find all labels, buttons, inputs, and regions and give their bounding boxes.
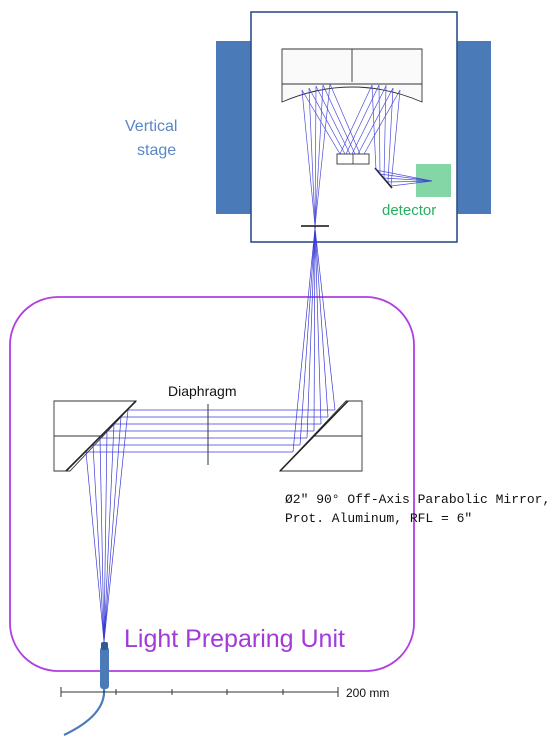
vertical-stage-left-block [216,41,251,214]
vertical-stage-right-block [457,41,491,214]
right-parabolic-mirror [278,400,363,472]
detector-label: detector [382,202,436,219]
spectrometer-rays [301,83,433,227]
input-rays [85,409,129,643]
fiber-connector [63,642,109,736]
vertical-stage-label-line2: stage [137,142,176,159]
light-preparing-unit-label: Light Preparing Unit [124,625,345,653]
fold-mirror [374,167,393,189]
vertical-stage-label-line1: Vertical [125,118,177,135]
mirror-spec-line2: Prot. Aluminum, RFL = 6" [285,511,472,526]
mirror-spec-line1: Ø2" 90° Off-Axis Parabolic Mirror, [285,492,550,507]
collimated-beam [86,409,335,453]
diaphragm-label: Diaphragm [168,383,236,399]
light-preparing-unit-border [9,296,415,672]
output-rays [292,227,336,453]
scale-bar-label: 200 mm [346,686,389,700]
scale-bar [60,687,339,697]
left-parabolic-mirror [53,400,138,472]
